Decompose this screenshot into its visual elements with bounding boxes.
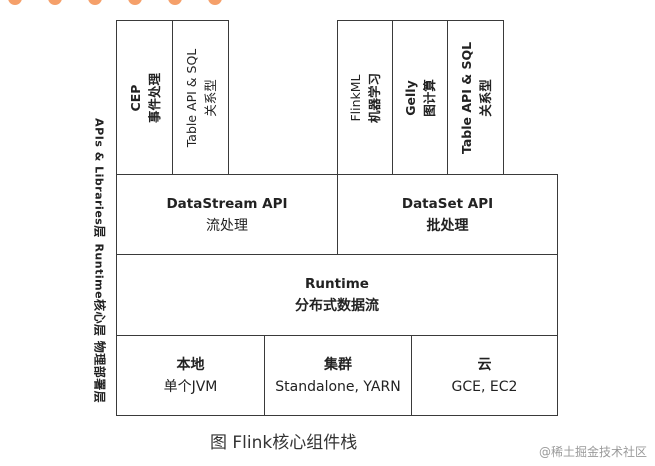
cep-subtitle: 事件处理 (146, 72, 162, 123)
table-sql-batch-title: Table API & SQL (458, 41, 474, 154)
flinkml-title: FlinkML (348, 73, 363, 122)
datastream-api-title: DataStream API (166, 195, 288, 212)
decor-dot (128, 0, 142, 5)
gelly-text: Gelly 图计算 (401, 79, 439, 117)
table-sql-stream-title: Table API & SQL (183, 48, 199, 147)
table-sql-batch-subtitle: 关系型 (477, 78, 493, 117)
runtime-subtitle: 分布式数据流 (295, 298, 379, 314)
deploy-local-content: 本地 单个JVM (117, 354, 264, 398)
deploy-cloud-content: 云 GCE, EC2 (412, 354, 557, 398)
decor-dot (208, 0, 222, 5)
dataset-api-title: DataSet API (401, 195, 494, 212)
deploy-local-subtitle: 单个JVM (163, 378, 218, 395)
runtime-content: Runtime 分布式数据流 (117, 273, 557, 317)
cep-text: CEP 事件处理 (126, 72, 164, 122)
table-sql-stream-subtitle: 关系型 (202, 78, 218, 117)
dataset-api-subtitle: 批处理 (426, 217, 469, 234)
layer-label-runtime: Runtime核心层 (92, 243, 109, 336)
deploy-cloud-title: 云 (477, 356, 492, 373)
runtime-box: Runtime 分布式数据流 (116, 254, 558, 336)
dataset-api-content: DataSet API 批处理 (338, 193, 557, 237)
figure-caption: 图 Flink核心组件栈 (210, 433, 358, 453)
flinkml-box: FlinkML 机器学习 (337, 20, 393, 175)
flinkml-subtitle: 机器学习 (367, 72, 382, 123)
layer-label-apis-en: APIs & Libraries (92, 118, 106, 226)
deploy-cluster-subtitle: Standalone, YARN (275, 378, 401, 395)
decor-dot (8, 0, 22, 5)
decor-dot (88, 0, 102, 5)
decor-dot (48, 0, 62, 5)
layer-label-apis: APIs & Libraries层 (92, 118, 109, 238)
deploy-cluster-box: 集群 Standalone, YARN (264, 335, 412, 416)
layer-label-runtime-en: Runtime (92, 243, 106, 300)
deploy-local-title: 本地 (176, 356, 205, 373)
datastream-api-content: DataStream API 流处理 (117, 193, 337, 237)
layer-label-physical: 物理部署层 (92, 341, 109, 404)
decor-dot (168, 0, 182, 5)
deploy-cluster-title: 集群 (324, 356, 352, 373)
layer-label-apis-cn: 层 (92, 225, 107, 238)
watermark: @稀土掘金技术社区 (538, 445, 647, 459)
flinkml-text: FlinkML 机器学习 (346, 72, 384, 122)
table-sql-stream-text: Table API & SQL 关系型 (182, 48, 220, 147)
dataset-api-box: DataSet API 批处理 (337, 174, 558, 255)
gelly-subtitle: 图计算 (422, 78, 437, 117)
cep-title: CEP (127, 84, 143, 111)
deploy-local-box: 本地 单个JVM (116, 335, 265, 416)
layer-label-runtime-cn: 核心层 (92, 299, 107, 337)
table-sql-batch-box: Table API & SQL 关系型 (447, 20, 504, 175)
gelly-title: Gelly (403, 79, 418, 116)
deploy-cluster-content: 集群 Standalone, YARN (265, 354, 411, 398)
runtime-title: Runtime (305, 276, 369, 292)
gelly-box: Gelly 图计算 (392, 20, 448, 175)
table-sql-stream-box: Table API & SQL 关系型 (172, 20, 229, 175)
datastream-api-subtitle: 流处理 (206, 217, 248, 234)
layer-label-physical-cn: 物理部署层 (92, 340, 107, 404)
table-sql-batch-text: Table API & SQL 关系型 (457, 41, 495, 153)
deploy-cloud-box: 云 GCE, EC2 (411, 335, 558, 416)
deploy-cloud-subtitle: GCE, EC2 (451, 378, 518, 395)
cep-box: CEP 事件处理 (116, 20, 173, 175)
datastream-api-box: DataStream API 流处理 (116, 174, 338, 255)
